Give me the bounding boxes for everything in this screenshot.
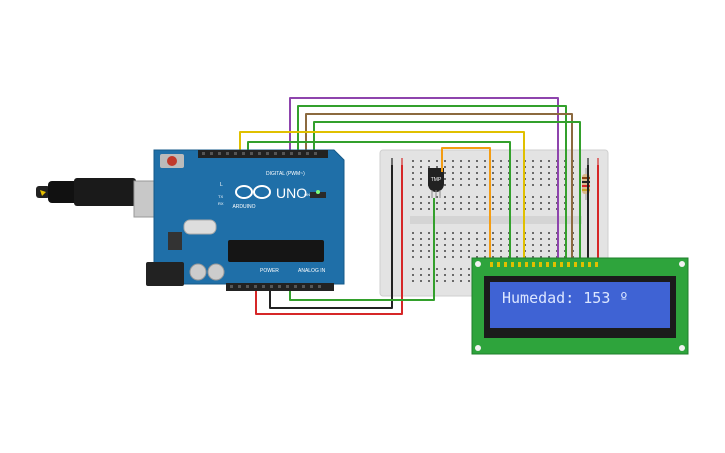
lcd-display-text: Humedad: 153 º — [502, 289, 628, 307]
wire-orange — [441, 147, 491, 268]
arduino-power-label: POWER — [260, 268, 279, 274]
wire-red-left — [255, 165, 403, 315]
wire-green-mid — [313, 121, 581, 268]
tmp-sensor-label: TMP — [431, 177, 442, 183]
wire-black-left — [269, 165, 393, 309]
lcd-module: Humedad: 153 º — [471, 257, 689, 355]
arduino-led-label: L — [220, 182, 223, 188]
arduino-tx-label: TX — [218, 194, 223, 199]
wire-green-sensor — [289, 198, 435, 301]
wire-green-top — [297, 105, 567, 268]
arduino-logo-icon — [235, 185, 271, 199]
lcd-screen — [490, 282, 670, 328]
arduino-rx-label: RX — [218, 201, 224, 206]
wire-purple — [289, 97, 559, 268]
usb-cable — [36, 178, 169, 218]
arduino-model-label: UNO — [276, 185, 307, 201]
wire-green-low — [247, 141, 511, 268]
wire-brown — [305, 113, 573, 268]
arduino-board: UNO ARDUINO DIGITAL (PWM~) POWER ANALOG … — [146, 149, 345, 291]
arduino-on-label: ON — [304, 192, 310, 197]
arduino-brand-label: ARDUINO — [232, 204, 255, 210]
arduino-analog-label: ANALOG IN — [298, 268, 326, 274]
wires — [239, 97, 599, 315]
arduino-digital-label: DIGITAL (PWM~) — [266, 171, 305, 177]
tmp-sensor: TMP — [428, 168, 444, 198]
wire-yellow — [239, 131, 525, 268]
